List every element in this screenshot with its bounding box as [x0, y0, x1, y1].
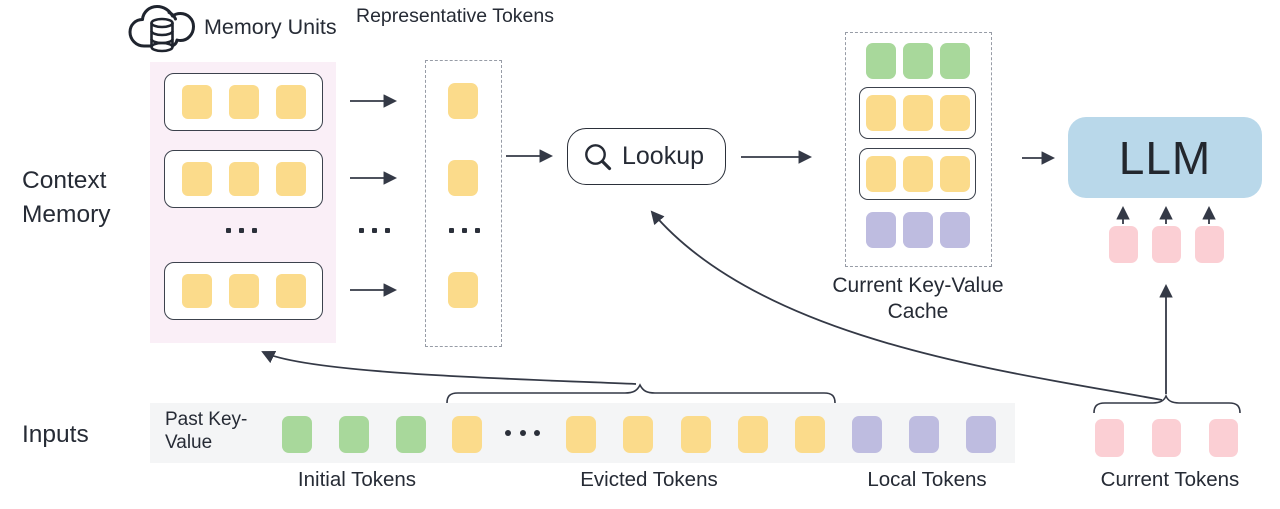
- green-token: [396, 416, 426, 453]
- memory-units-label: Memory Units: [204, 15, 337, 39]
- current-kv-cache-box: [845, 32, 992, 267]
- memory-unit-row: [164, 150, 323, 208]
- current-tokens-label: Current Tokens: [1100, 468, 1240, 491]
- representative-tokens-box: [425, 60, 502, 347]
- band-ellipsis: [505, 430, 540, 436]
- green-token: [939, 43, 970, 79]
- yellow-token: [738, 416, 768, 453]
- yellow-token: [275, 162, 306, 196]
- yellow-token: [448, 83, 478, 119]
- yellow-token: [181, 274, 212, 308]
- yellow-token: [623, 416, 653, 453]
- curve-evicted-to-memory: [261, 350, 637, 385]
- yellow-token: [228, 162, 259, 196]
- lookup-label: Lookup: [622, 142, 705, 170]
- yellow-token: [566, 416, 596, 453]
- memory-unit-row: [164, 73, 323, 131]
- lookup-box: Lookup: [567, 128, 726, 185]
- yellow-token: [902, 95, 933, 131]
- pink-token: [1095, 419, 1124, 457]
- inputs-label: Inputs: [22, 421, 89, 448]
- yellow-token: [275, 85, 306, 119]
- pink-token: [1152, 226, 1181, 263]
- yellow-token: [452, 416, 482, 453]
- cache-row-memory-unit: [859, 148, 976, 200]
- yellow-token: [228, 274, 259, 308]
- yellow-token: [228, 85, 259, 119]
- llm-label: LLM: [1118, 131, 1212, 184]
- initial-tokens-label: Initial Tokens: [297, 468, 417, 491]
- yellow-token: [939, 156, 970, 192]
- memory-unit-row: [164, 262, 323, 320]
- brace-evicted-tokens: [446, 383, 836, 404]
- purple-token: [852, 416, 882, 453]
- pink-token: [1109, 226, 1138, 263]
- yellow-token: [275, 274, 306, 308]
- yellow-token: [902, 156, 933, 192]
- green-token: [865, 43, 896, 79]
- purple-token: [939, 212, 970, 248]
- yellow-token: [448, 272, 478, 308]
- local-tokens-label: Local Tokens: [867, 468, 987, 491]
- green-token: [902, 43, 933, 79]
- past-kv-label: Past Key-Value: [165, 409, 248, 453]
- purple-token: [902, 212, 933, 248]
- purple-token: [865, 212, 896, 248]
- cloud-database-icon: [128, 5, 195, 53]
- brace-current-tokens: [1093, 393, 1241, 414]
- yellow-token: [939, 95, 970, 131]
- pink-token: [1209, 419, 1238, 457]
- cache-row-purple: [860, 212, 975, 248]
- cache-row-green: [860, 43, 975, 79]
- yellow-token: [865, 95, 896, 131]
- arrows-ellipsis: [359, 228, 390, 233]
- green-token: [339, 416, 369, 453]
- current-kv-cache-label: Current Key-Value Cache: [832, 274, 1004, 323]
- yellow-token: [181, 162, 212, 196]
- green-token: [282, 416, 312, 453]
- purple-token: [966, 416, 996, 453]
- purple-token: [909, 416, 939, 453]
- magnifier-icon: [585, 143, 612, 170]
- yellow-token: [681, 416, 711, 453]
- yellow-token: [181, 85, 212, 119]
- evicted-tokens-label: Evicted Tokens: [580, 468, 718, 491]
- yellow-token: [448, 160, 478, 196]
- pink-token: [1195, 226, 1224, 263]
- yellow-token: [865, 156, 896, 192]
- cache-row-memory-unit: [859, 87, 976, 139]
- representative-tokens-label: Representative Tokens: [355, 5, 554, 27]
- llm-box: LLM: [1068, 117, 1262, 198]
- representative-ellipsis: [449, 228, 480, 233]
- memory-ellipsis: [226, 228, 257, 233]
- context-memory-label: Context Memory: [22, 167, 111, 228]
- pink-token: [1152, 419, 1181, 457]
- yellow-token: [795, 416, 825, 453]
